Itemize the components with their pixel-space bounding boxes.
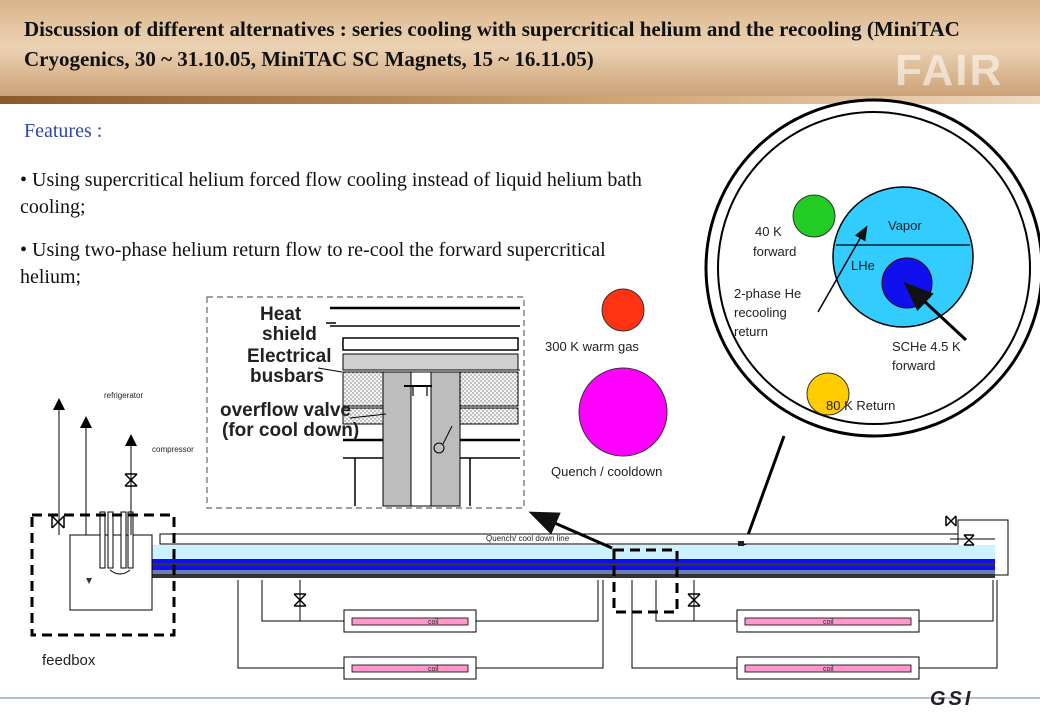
inset-label-cooldown: (for cool down)	[222, 420, 359, 441]
line-grey-blue	[150, 570, 995, 574]
label-40k-forward: forward	[753, 244, 796, 259]
cryostat-cross-section: 40 K forward Vapor LHe 2-phase He recool…	[704, 98, 1040, 547]
label-return: return	[734, 324, 768, 339]
gsi-logo: GSI	[930, 688, 974, 710]
magnet-group-left: coil coil	[237, 580, 604, 680]
coil-label: coil	[823, 619, 834, 626]
header-banner	[0, 0, 1040, 104]
arrow-to-inset	[528, 511, 613, 550]
fair-logo: FAIR	[895, 46, 1004, 95]
features-title: Features :	[24, 120, 103, 142]
label-lhe: LHe	[851, 258, 875, 273]
refrigerator-label: refrigerator	[104, 391, 143, 400]
inset-label-shield: shield	[262, 324, 317, 345]
quench-line-label: Quench/ cool down line	[486, 534, 570, 543]
inset-label-heat: Heat	[260, 304, 302, 325]
line-light-blue	[150, 545, 995, 559]
arrow-schE	[903, 281, 968, 342]
label-40k: 40 K	[755, 224, 782, 239]
line-dark-2	[150, 574, 995, 578]
inset-label-busbars: busbars	[250, 366, 324, 387]
coil-label: coil	[823, 666, 834, 673]
label-schE-forward: forward	[892, 358, 935, 373]
two-phase-pipe	[832, 186, 974, 328]
inset-detail: Heat shield Electrical busbars overflow …	[206, 296, 525, 509]
pointer-to-line	[742, 435, 786, 547]
compressor-label: compressor	[152, 445, 194, 454]
warm-gas-pipe	[601, 288, 645, 332]
feedbox-dashed-frame	[30, 513, 176, 637]
inset-label-valve: overflow valve	[220, 400, 351, 421]
slide-title: Discussion of different alternatives : s…	[24, 17, 960, 71]
legend: 300 K warm gas Quench / cooldown	[545, 288, 668, 479]
bullet-2: • Using two-phase helium return flow to …	[20, 239, 606, 288]
quench-pipe	[578, 367, 668, 457]
inset-label-electrical: Electrical	[247, 346, 332, 367]
coil-winding	[744, 617, 912, 626]
coil-winding	[744, 664, 912, 673]
label-schE: SCHe 4.5 K	[892, 339, 961, 354]
cooling-schematic: Quench/ cool down line feedbox refrigera…	[30, 391, 1009, 680]
line-blue-2	[150, 566, 995, 570]
coil-label: coil	[428, 666, 439, 673]
coil-winding	[351, 617, 469, 626]
forward-40k-pipe	[792, 194, 836, 238]
header-band	[0, 96, 1040, 104]
label-80k-return: 80 K Return	[826, 398, 895, 413]
line-dark	[150, 563, 995, 566]
coil-winding	[351, 664, 469, 673]
arrow-two-phase	[817, 225, 868, 313]
label-vapor: Vapor	[888, 218, 922, 233]
label-recooling: recooling	[734, 305, 787, 320]
label-quench: Quench / cooldown	[551, 464, 662, 479]
label-two-phase: 2-phase He	[734, 286, 801, 301]
bullet-1: • Using supercritical helium forced flow…	[20, 169, 642, 218]
return-80k-pipe	[806, 372, 850, 416]
coil-label: coil	[428, 619, 439, 626]
label-warm-gas: 300 K warm gas	[545, 339, 639, 354]
feedbox-label: feedbox	[42, 652, 96, 669]
thermal-shield	[717, 111, 1031, 425]
line-blue	[150, 559, 995, 563]
magnet-group-right: coil coil	[631, 580, 998, 680]
